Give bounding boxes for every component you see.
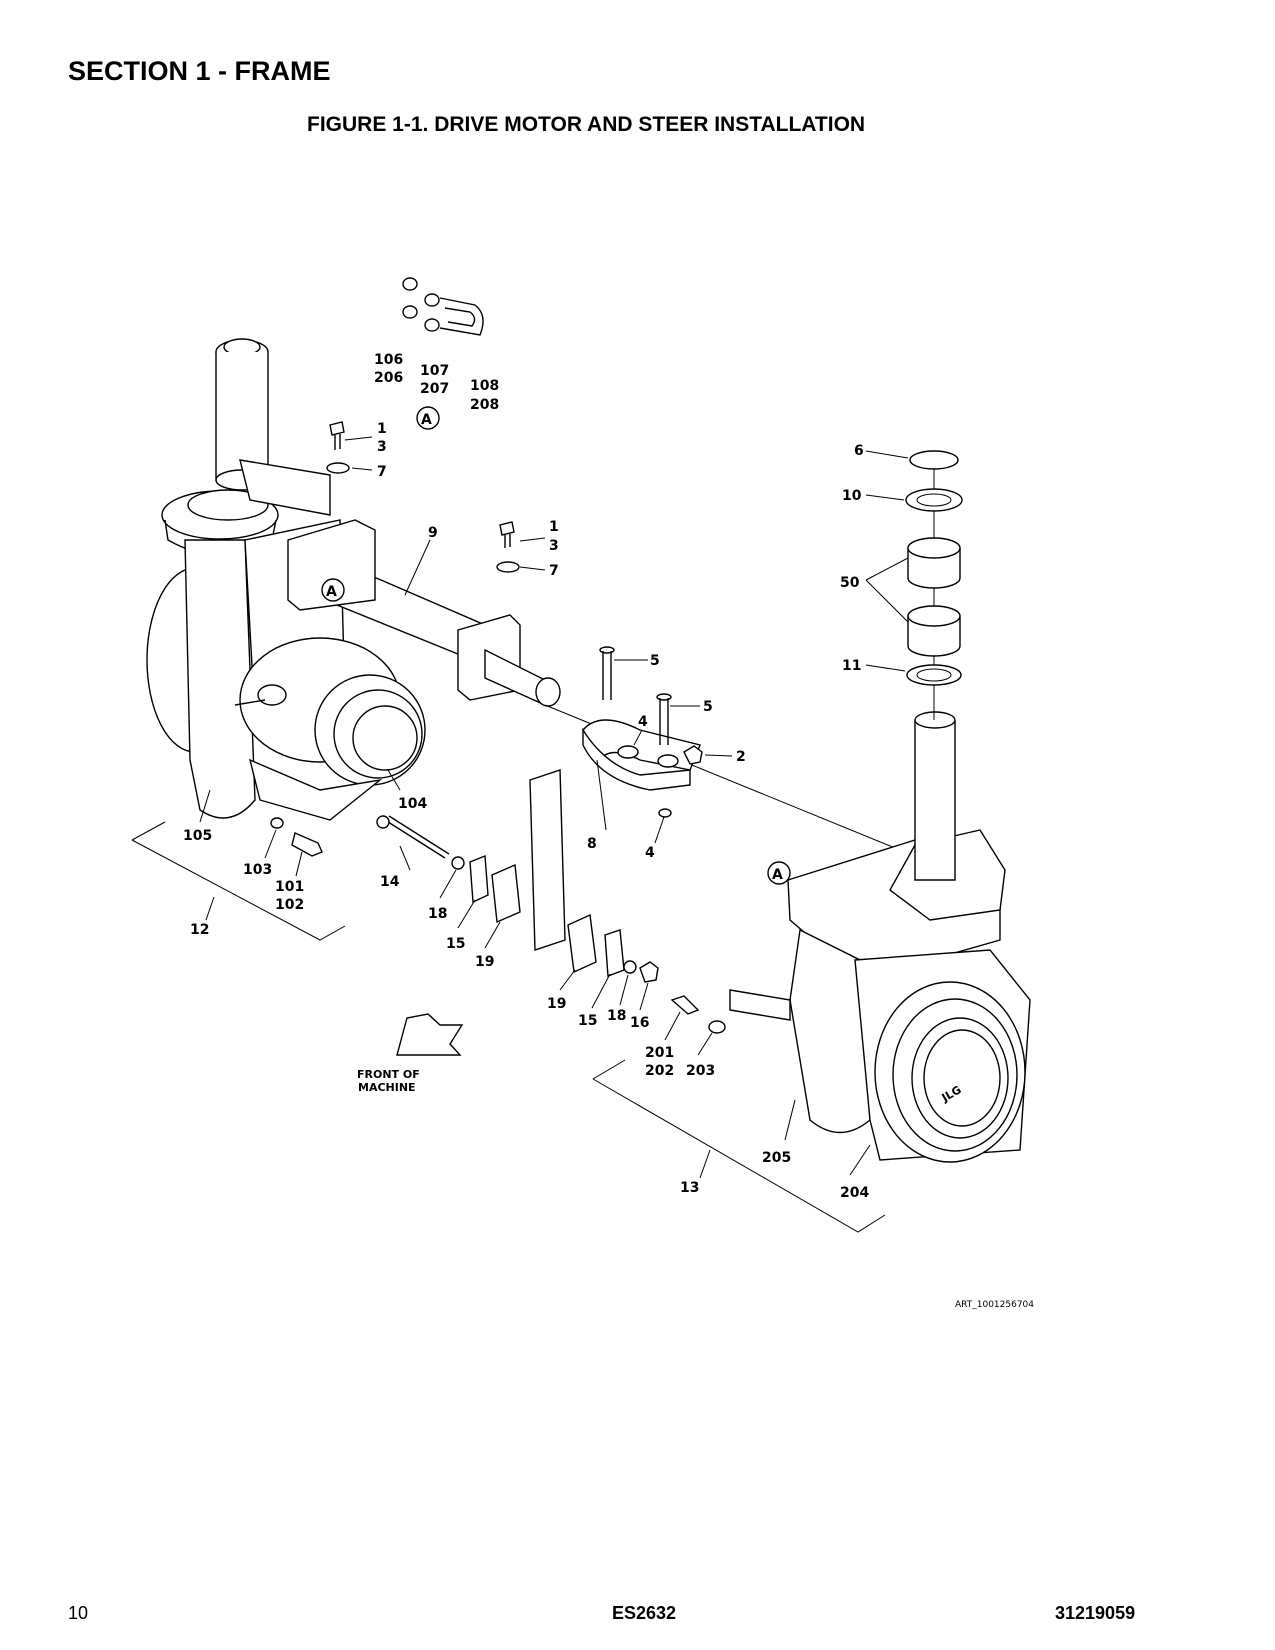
figure-title: FIGURE 1-1. DRIVE MOTOR AND STEER INSTAL… <box>307 113 866 136</box>
lower-fasteners <box>270 817 726 1034</box>
callout-labels: 106 206 107 207 108 208 1 3 7 9 1 3 7 6 … <box>183 352 869 1201</box>
front-direction-arrow: FRONT OF MACHINE <box>357 1013 464 1094</box>
kingpin-bearing-stack <box>905 450 963 720</box>
callout-19-right: 19 <box>547 996 566 1012</box>
callout-13: 13 <box>680 1180 699 1196</box>
callout-50: 50 <box>840 575 860 591</box>
callout-4-bottom: 4 <box>645 845 655 861</box>
model-number: ES2632 <box>612 1603 677 1623</box>
callout-207: 207 <box>420 381 449 397</box>
callout-1-mid: 1 <box>549 519 559 535</box>
detail-a-hardware <box>402 277 484 336</box>
steer-axle <box>287 519 901 851</box>
callout-106: 106 <box>374 352 403 368</box>
callout-3-upper: 3 <box>377 439 387 455</box>
svg-text:A: A <box>326 584 337 600</box>
page-number: 10 <box>68 1603 89 1623</box>
callout-18-left: 18 <box>428 906 447 922</box>
callout-103: 103 <box>243 862 272 878</box>
group-bracket-12 <box>131 821 346 941</box>
callout-202: 202 <box>645 1063 674 1079</box>
callout-5-a: 5 <box>650 653 660 669</box>
mount-bolts-middle <box>496 521 520 573</box>
callout-208: 208 <box>470 397 499 413</box>
mount-bolts-upper <box>326 421 350 474</box>
callout-206: 206 <box>374 370 403 386</box>
detail-a-markers: A A A <box>321 406 791 885</box>
callout-16: 16 <box>630 1015 649 1031</box>
callout-12: 12 <box>190 922 209 938</box>
callout-107: 107 <box>420 363 449 379</box>
callout-15-left: 15 <box>446 936 465 952</box>
art-id: ART_1001256704 <box>955 1300 1034 1310</box>
svg-text:A: A <box>421 412 432 428</box>
callout-15-right: 15 <box>578 1013 597 1029</box>
steer-pins <box>599 646 703 818</box>
callout-2: 2 <box>736 749 746 765</box>
callout-108: 108 <box>470 378 499 394</box>
callout-203: 203 <box>686 1063 715 1079</box>
callout-7-mid: 7 <box>549 563 559 579</box>
callout-7-upper: 7 <box>377 464 387 480</box>
svg-text:A: A <box>772 867 783 883</box>
document-number: 31219059 <box>1055 1603 1136 1623</box>
callout-101: 101 <box>275 879 304 895</box>
left-drive-assembly <box>146 338 426 821</box>
callout-11: 11 <box>842 658 861 674</box>
callout-201: 201 <box>645 1045 674 1061</box>
callout-6: 6 <box>854 443 864 459</box>
callout-14: 14 <box>380 874 400 890</box>
callout-8: 8 <box>587 836 597 852</box>
callout-4-top: 4 <box>638 714 648 730</box>
callout-19-left: 19 <box>475 954 494 970</box>
callout-3-mid: 3 <box>549 538 559 554</box>
callout-104: 104 <box>398 796 427 812</box>
callout-18-right: 18 <box>607 1008 626 1024</box>
right-drive-assembly: JLG <box>729 711 1031 1163</box>
leader-lines <box>199 436 909 1176</box>
callout-105: 105 <box>183 828 212 844</box>
callout-102: 102 <box>275 897 304 913</box>
callout-205: 205 <box>762 1150 791 1166</box>
group-bracket-13 <box>592 1059 886 1233</box>
callout-204: 204 <box>840 1185 869 1201</box>
callout-1-upper: 1 <box>377 421 387 437</box>
front-label-line2: MACHINE <box>358 1081 416 1094</box>
callout-5-b: 5 <box>703 699 713 715</box>
callout-10: 10 <box>842 488 862 504</box>
callout-9: 9 <box>428 525 438 541</box>
tie-rod-assembly <box>376 769 659 983</box>
front-label-line1: FRONT OF <box>357 1068 420 1081</box>
section-title: SECTION 1 - FRAME <box>68 56 331 86</box>
